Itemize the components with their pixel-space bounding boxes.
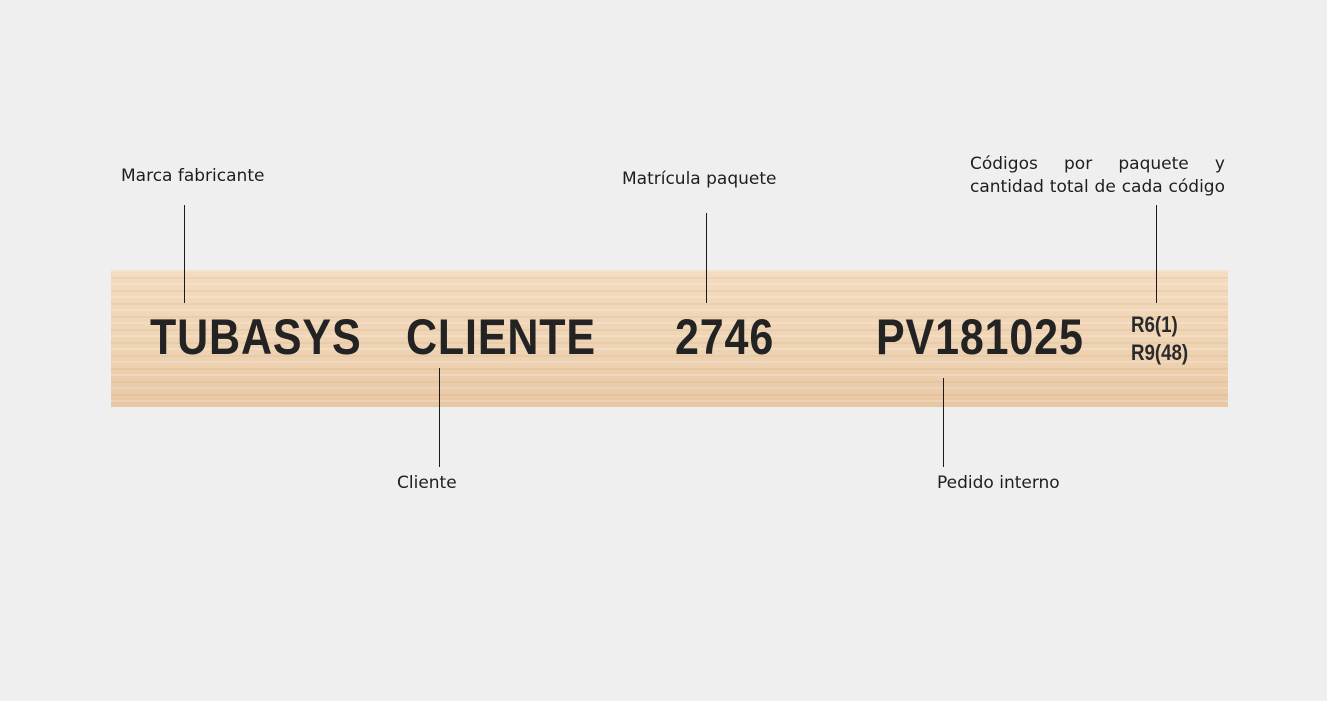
strip-package-id: 2746: [675, 309, 775, 365]
strip-code-1: R6(1): [1131, 312, 1178, 337]
label-client: Cliente: [397, 473, 457, 493]
label-codes: Códigos por paquete y cantidad total de …: [970, 153, 1225, 199]
strip-brand: TUBASYS: [150, 309, 362, 365]
label-internal-order: Pedido interno: [937, 473, 1060, 493]
wood-strip: [111, 270, 1228, 407]
label-brand: Marca fabricante: [121, 166, 265, 186]
strip-client: CLIENTE: [406, 309, 596, 365]
leader-line-package-id: [706, 213, 707, 303]
label-codes-line2: cantidad total de cada código: [970, 177, 1225, 197]
leader-line-codes: [1156, 205, 1157, 303]
leader-line-internal-order: [943, 378, 944, 467]
label-package-id: Matrícula paquete: [622, 169, 777, 189]
strip-internal-order: PV181025: [876, 309, 1084, 365]
leader-line-brand: [184, 205, 185, 303]
leader-line-client: [439, 368, 440, 467]
label-codes-line1: Códigos por paquete y: [970, 154, 1225, 174]
strip-code-2: R9(48): [1131, 340, 1189, 365]
